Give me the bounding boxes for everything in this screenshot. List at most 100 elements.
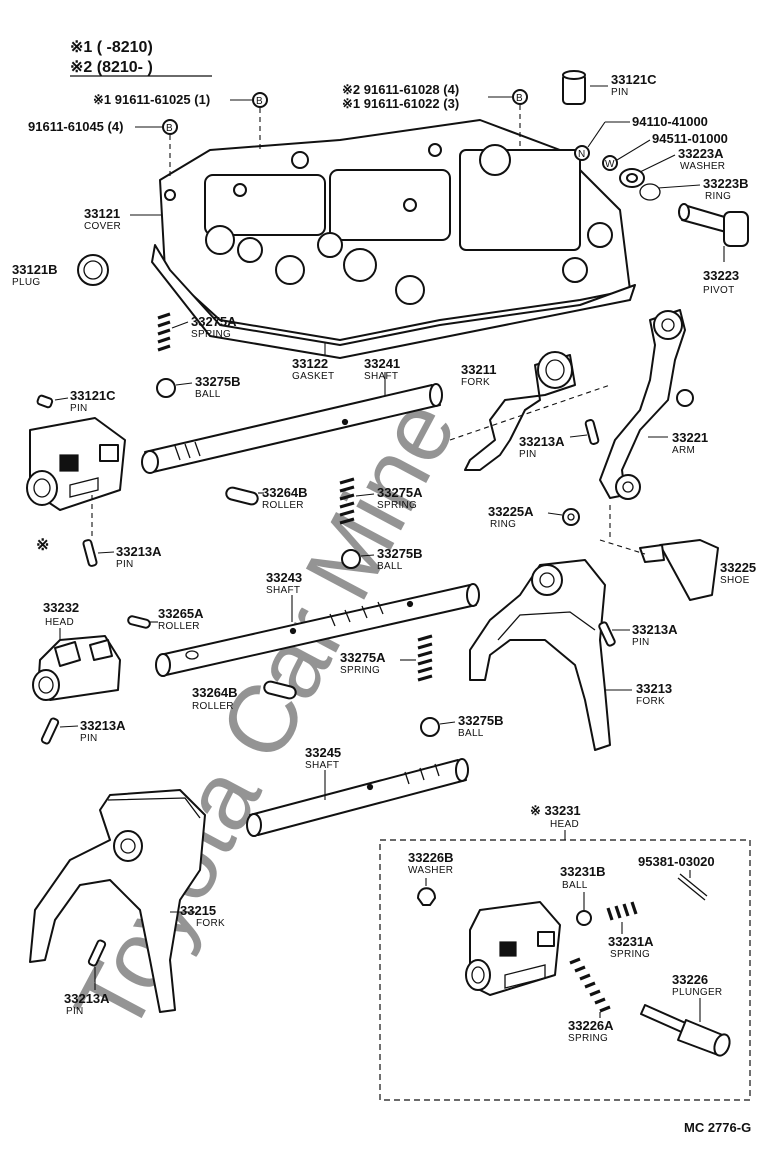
ball-33275b-3 — [420, 717, 440, 737]
label-33121c-left: 33121C — [70, 388, 116, 403]
label-33231: ※ 33231 — [530, 803, 581, 818]
shoe-33225 — [639, 539, 719, 601]
head-left-asterisk — [26, 417, 126, 511]
label-33275a-3: 33275A — [340, 650, 386, 665]
label-33121c-top-name: PIN — [611, 87, 629, 98]
leader-33223a — [639, 154, 676, 173]
label-33275b-1-name: BALL — [195, 389, 221, 400]
leader-33223b — [657, 184, 701, 189]
pin-33121c-top — [562, 70, 586, 105]
label-33275b-2: 33275B — [377, 546, 423, 561]
leader-33121c-left — [54, 397, 69, 401]
label-33225-name: SHOE — [720, 575, 750, 586]
label-33215-name: FORK — [196, 918, 225, 929]
label-33122-name: GASKET — [292, 371, 334, 382]
label-33265a-name: ROLLER — [158, 621, 200, 632]
label-94110: 94110-41000 — [632, 114, 708, 129]
spring-33275a-2 — [339, 477, 355, 525]
label-94511: 94511-01000 — [652, 131, 728, 146]
label-33223b: 33223B — [703, 176, 749, 191]
leader-33213a-1 — [569, 434, 588, 438]
label-33215: 33215 — [180, 903, 216, 918]
roller-33264b-2 — [263, 680, 297, 700]
label-33275b-1: 33275B — [195, 374, 241, 389]
label-33275a-1: 33275A — [191, 314, 237, 329]
shaft-33245 — [246, 758, 469, 837]
washer-33223a-hole — [626, 173, 638, 183]
pin-33213a-1 — [584, 419, 600, 445]
leader-94511 — [616, 139, 651, 161]
plunger-33226 — [640, 1004, 731, 1057]
ball-33275b-2 — [341, 549, 361, 569]
label-33275a-3-name: SPRING — [340, 665, 380, 676]
label-33223b-name: RING — [705, 191, 731, 202]
ring-33225a-hole — [567, 513, 575, 521]
plug-33121b — [77, 254, 109, 286]
fork-33213 — [469, 559, 611, 751]
label-33225: 33225 — [720, 560, 756, 575]
label-33221-name: ARM — [672, 445, 695, 456]
leader-33275a-2 — [355, 493, 375, 497]
label-33213a-5-name: PIN — [66, 1006, 84, 1017]
pivot-33223 — [678, 203, 749, 247]
label-33121c-top: 33121C — [611, 72, 657, 87]
label-bolt-3b: ※1 91611-61022 (3) — [342, 96, 459, 111]
label-33213a-1-name: PIN — [519, 449, 537, 460]
label-33223a-name: WASHER — [680, 161, 725, 172]
label-33231a: 33231A — [608, 934, 654, 949]
b-marker-label-1: B — [256, 96, 263, 107]
head-33231 — [465, 901, 561, 996]
label-33213a-2: 33213A — [116, 544, 162, 559]
leader-94110 — [587, 121, 606, 148]
leader-33213a-3 — [59, 725, 79, 728]
leader-33275b-2 — [360, 554, 375, 557]
label-33265a: 33265A — [158, 606, 204, 621]
label-33121-name: COVER — [84, 221, 121, 232]
label-33213a-4: 33213A — [80, 718, 126, 733]
b-marker-label-3: B — [516, 93, 523, 104]
label-33226b-name: WASHER — [408, 865, 453, 876]
label-bolt-1: ※1 91611-61025 (1) — [93, 92, 210, 107]
b-marker-2 — [162, 119, 178, 135]
legend-line-1: ※1 ( -8210) — [70, 39, 153, 56]
label-33213a-2-name: PIN — [116, 559, 134, 570]
label-33121b-name: PLUG — [12, 277, 40, 288]
leader-33225a — [547, 512, 563, 516]
label-33243-name: SHAFT — [266, 585, 300, 596]
leader-fork-arm — [449, 384, 611, 441]
head-33232 — [32, 635, 121, 701]
label-bolt-2: 91611-61045 (4) — [28, 119, 123, 134]
label-33275a-1-name: SPRING — [191, 329, 231, 340]
leader-33275b-1 — [175, 382, 193, 386]
label-33226: 33226 — [672, 972, 708, 987]
shaft-33241 — [141, 383, 443, 474]
label-33121b: 33121B — [12, 262, 58, 277]
b-marker-1 — [252, 92, 268, 108]
w-marker-label: W — [605, 159, 615, 170]
label-33213a-3-name: PIN — [632, 637, 650, 648]
ring-33225a — [562, 508, 580, 526]
spring-33275a-3 — [417, 634, 433, 682]
label-33245: 33245 — [305, 745, 341, 760]
label-33241: 33241 — [364, 356, 400, 371]
ball-33231b — [576, 910, 592, 926]
pin-33213a-3 — [40, 717, 60, 745]
label-33231b-name: BALL — [562, 880, 588, 891]
ball-33275b-1 — [156, 378, 176, 398]
label-33232-name: HEAD — [45, 617, 74, 628]
label-bolt-3a: ※2 91611-61028 (4) — [342, 82, 459, 97]
roller-33264b-1 — [225, 486, 259, 506]
leader-ring-shoe — [599, 539, 646, 555]
label-33226a: 33226A — [568, 1018, 614, 1033]
leader-33275a-1 — [171, 321, 189, 329]
label-33264b-1: 33264B — [262, 485, 308, 500]
label-33241-name: SHAFT — [364, 371, 398, 382]
label-33264b-2: 33264B — [192, 685, 238, 700]
spring-33275a-1 — [157, 312, 171, 352]
cotter-pin-95381 — [677, 873, 708, 901]
label-33223-name: PIVOT — [703, 285, 735, 296]
label-33275b-3-name: BALL — [458, 728, 484, 739]
n-marker-label: N — [578, 149, 586, 160]
w-marker — [602, 155, 618, 171]
